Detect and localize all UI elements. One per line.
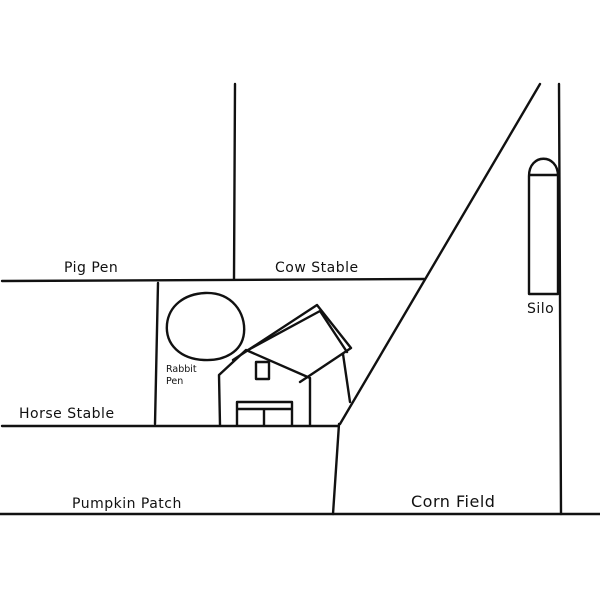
map-right-edge — [557, 82, 563, 516]
rabbit-pen-label-line2: Pen — [166, 376, 183, 387]
upper-horizontal-boundary — [0, 277, 426, 283]
pigpen-cowstable-divider — [232, 82, 237, 281]
barn-door — [235, 400, 294, 427]
pumpkin-patch-label: Pumpkin Patch — [72, 496, 182, 512]
silo-icon — [527, 157, 560, 296]
pig-pen-label: Pig Pen — [64, 260, 118, 276]
rabbit-pen-circle — [165, 291, 246, 362]
horse-stable-label: Horse Stable — [19, 406, 115, 422]
corn-field-label: Corn Field — [411, 492, 495, 511]
silo-label: Silo — [527, 301, 554, 317]
rabbit-pen-label-line1: Rabbit — [166, 364, 197, 375]
pumpkin-cornfield-divider — [331, 422, 341, 516]
field-boundaries — [0, 82, 600, 516]
cow-stable-label: Cow Stable — [275, 260, 359, 276]
silo-body — [527, 157, 560, 296]
barn-roof-ridge — [246, 309, 349, 354]
barn-front — [217, 348, 312, 427]
rabbit-pen-divider — [153, 281, 160, 426]
barn-icon — [217, 303, 353, 427]
barn-roof — [231, 303, 353, 384]
barn-side — [341, 352, 352, 404]
barn-window — [254, 360, 271, 381]
diagonal-boundary — [338, 82, 542, 426]
